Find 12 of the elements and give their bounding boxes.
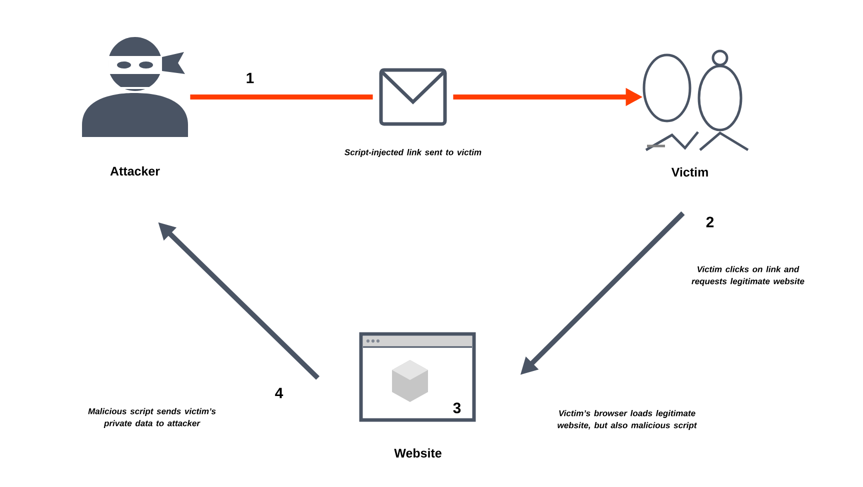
step-description: Malicious script sends victim’s private data to attacker: [88, 408, 216, 428]
step-number: 3: [453, 402, 461, 414]
step-number: 2: [706, 216, 714, 228]
node-label: Website: [394, 448, 442, 458]
step-description: Victim’s browser loads legitimate website, but also malicious script: [558, 410, 698, 430]
step-number: 1: [246, 72, 254, 84]
node-label: Script-injected link sent to victim: [344, 149, 482, 157]
step-number: 4: [275, 388, 284, 398]
connector-line: [190, 94, 373, 100]
node-label: Attacker: [110, 166, 160, 176]
node-label: Victim: [671, 167, 708, 177]
step-description: Victim clicks on link and requests legitimate website: [692, 266, 804, 286]
